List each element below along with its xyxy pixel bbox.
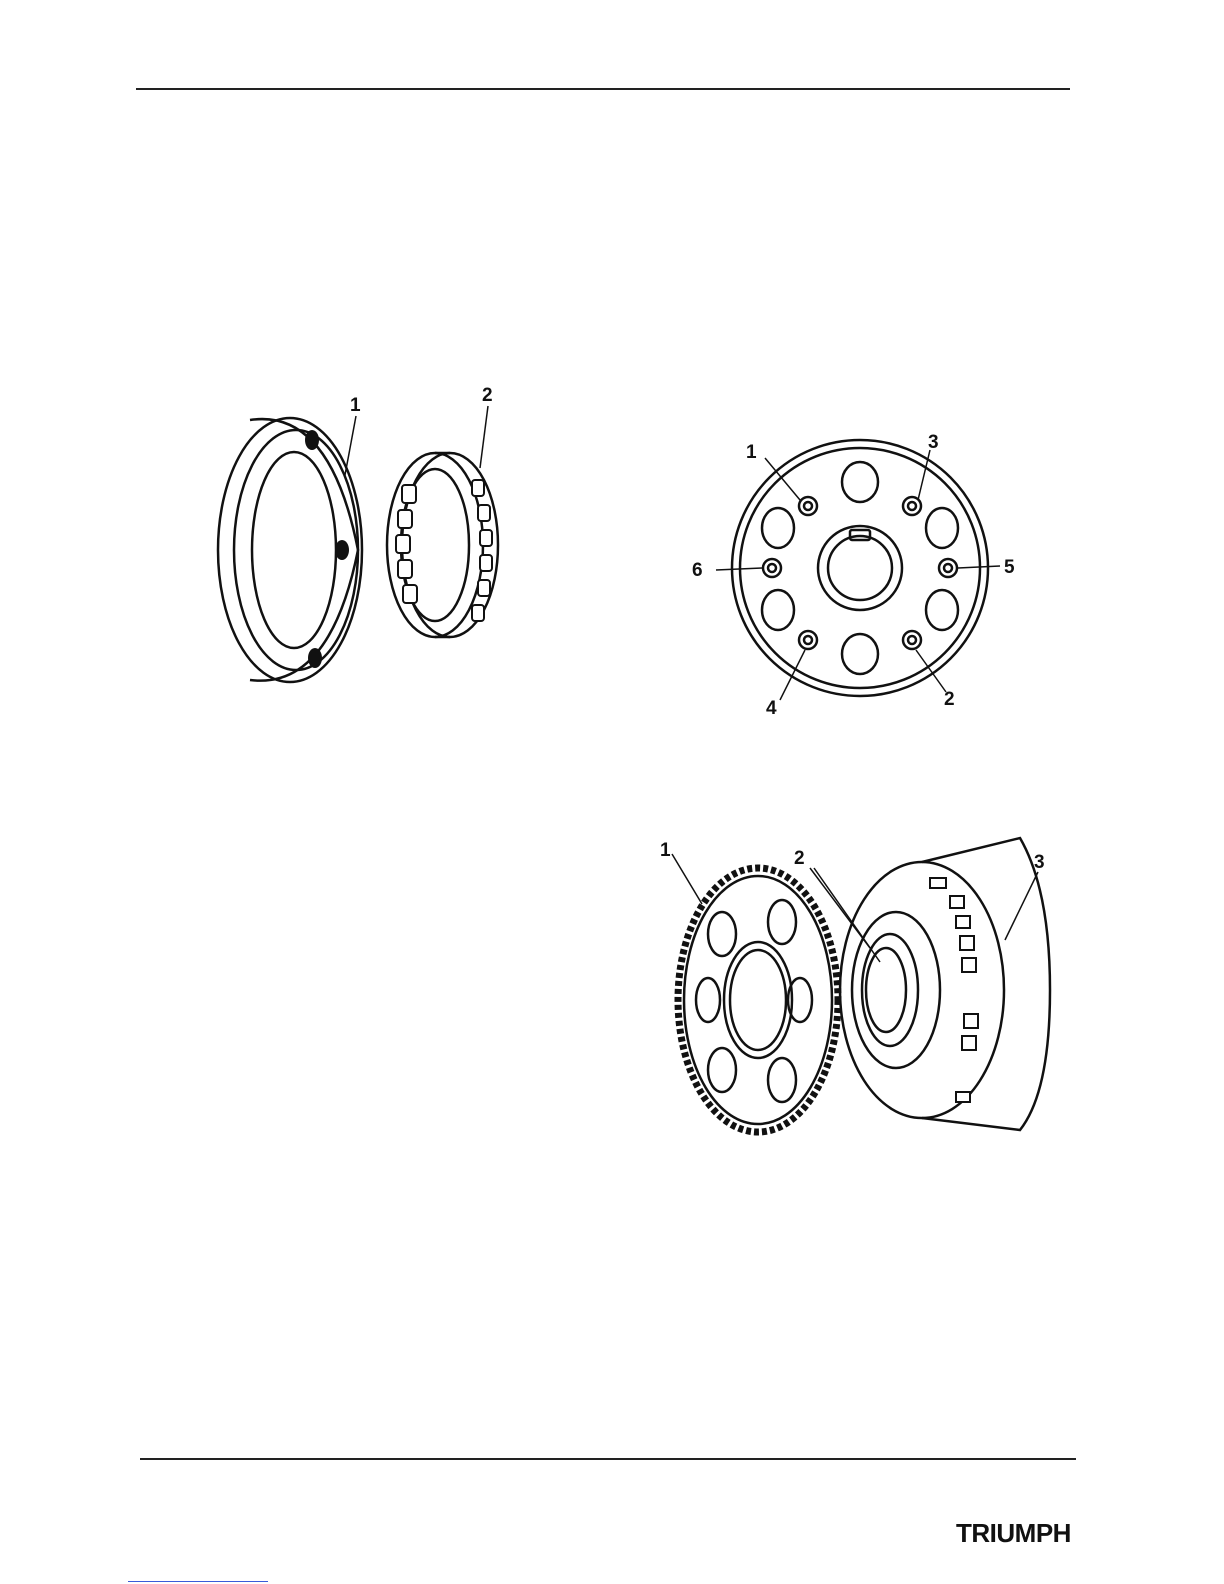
figure-bolt-sequence: 1 3 6 5 4 2 [680,420,1040,720]
callout-label: 1 [350,395,361,416]
callout-label: 2 [794,848,805,869]
callout-leaders [716,450,1000,700]
callout-label: 4 [766,698,777,719]
callout-label: 2 [482,385,493,406]
callout-label: 3 [1034,852,1045,873]
callout-label: 5 [1004,557,1015,578]
figure-sprag-assembly: 1 2 [210,380,530,720]
footer-rule [140,1458,1076,1460]
housing-slots [930,878,978,1102]
callout-label: 6 [692,560,703,581]
callout-label: 2 [944,689,955,710]
link-underline[interactable] [128,1581,268,1582]
rotor-drawing [732,440,988,696]
triumph-logo: TRIUMPH [956,1518,1071,1549]
figure-starter-gear-assembly: 1 2 3 [650,830,1070,1140]
starter-gear-drawing [678,868,838,1132]
callout-leader-2 [480,406,488,468]
header-rule [136,88,1070,90]
callout-leader-1 [345,416,356,475]
callout-label: 1 [660,840,671,861]
callout-leaders [672,854,1038,962]
callout-label: 3 [928,432,939,453]
callout-label: 1 [746,442,757,463]
rotor-windows [762,462,958,674]
